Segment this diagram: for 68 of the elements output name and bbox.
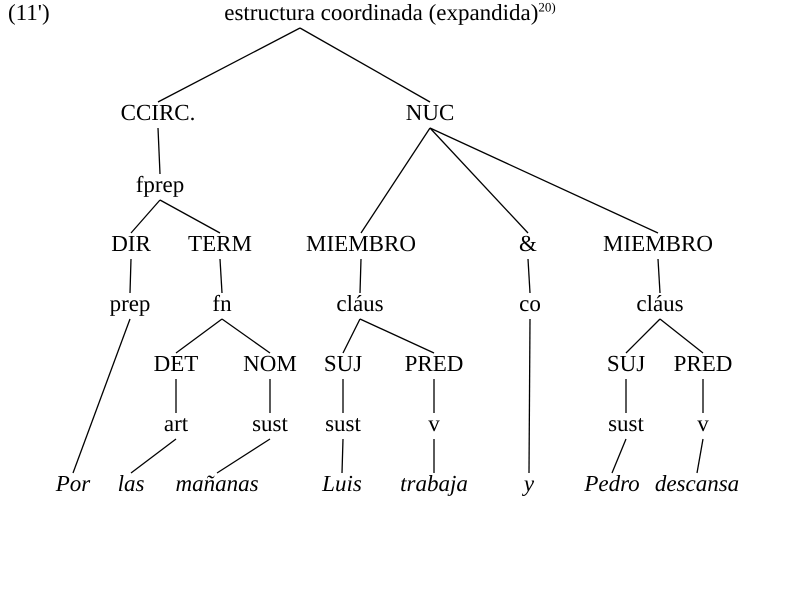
word-label: Pedro (584, 471, 640, 497)
category-label: NUC (406, 100, 454, 126)
tree-branch (702, 379, 704, 413)
tree-branch (625, 379, 627, 413)
category-label: DET (154, 351, 198, 377)
tree-branch (528, 319, 531, 473)
tree-branch (342, 379, 344, 413)
word-label: Luis (322, 471, 362, 497)
tree-branch (222, 318, 270, 354)
tree-branch (269, 379, 271, 413)
word-label: y (524, 471, 534, 497)
category-label: NOM (243, 351, 297, 377)
tree-branch (360, 128, 431, 234)
category-label: DIR (111, 231, 151, 257)
tree-branch (158, 27, 300, 103)
category-label: CCIRC. (120, 100, 196, 126)
word-label: trabaja (400, 471, 468, 497)
category-label: v (428, 411, 440, 437)
tree-branch (430, 127, 658, 234)
category-label: estructura coordinada (expandida)$^{20)}$ (224, 0, 556, 26)
tree-branch (433, 439, 435, 473)
tree-branch (175, 379, 177, 413)
category-label: SUJ (324, 351, 362, 377)
category-label: sust (608, 411, 644, 437)
category-label: v (697, 411, 709, 437)
tree-branch (342, 318, 361, 354)
tree-branch (660, 318, 704, 354)
category-label: TERM (188, 231, 252, 257)
category-label: co (519, 291, 541, 317)
tree-branch (130, 438, 176, 474)
category-label: SUJ (606, 351, 646, 377)
category-label: art (164, 411, 188, 437)
word-label: descansa (654, 471, 740, 497)
tree-branch (360, 318, 434, 354)
tree-branch (433, 379, 435, 413)
tree-branch (341, 438, 344, 474)
category-label: cláus (636, 291, 684, 317)
category-label: PRED (674, 351, 732, 377)
category-label: sust (252, 411, 288, 437)
example-number: (11') (8, 0, 50, 26)
tree-branch (72, 318, 131, 474)
tree-branch (216, 438, 270, 474)
category-label: MIEMBRO (306, 231, 416, 257)
category-label: MIEMBRO (603, 231, 713, 257)
word-label: Por (56, 471, 90, 497)
tree-branch (130, 200, 160, 234)
tree-branch (176, 318, 222, 354)
tree-branch (626, 318, 660, 354)
tree-branch (157, 128, 161, 174)
tree-branch (160, 199, 220, 234)
category-label: prep (110, 291, 150, 317)
tree-branch (359, 258, 362, 294)
category-label: PRED (404, 351, 464, 377)
category-label: sust (325, 411, 361, 437)
tree-branch (527, 258, 531, 294)
category-label: fprep (136, 172, 184, 198)
tree-branch (611, 438, 627, 474)
word-label: mañanas (175, 471, 259, 497)
word-label: las (118, 471, 144, 497)
category-label: cláus (336, 291, 384, 317)
tree-branch (300, 27, 430, 103)
category-label: fn (212, 291, 232, 317)
tree-branch (219, 258, 223, 294)
tree-branch (430, 128, 528, 234)
tree-branch (129, 258, 132, 294)
tree-branch (696, 438, 704, 474)
tree-branch (657, 258, 661, 294)
category-label: & (519, 231, 537, 257)
